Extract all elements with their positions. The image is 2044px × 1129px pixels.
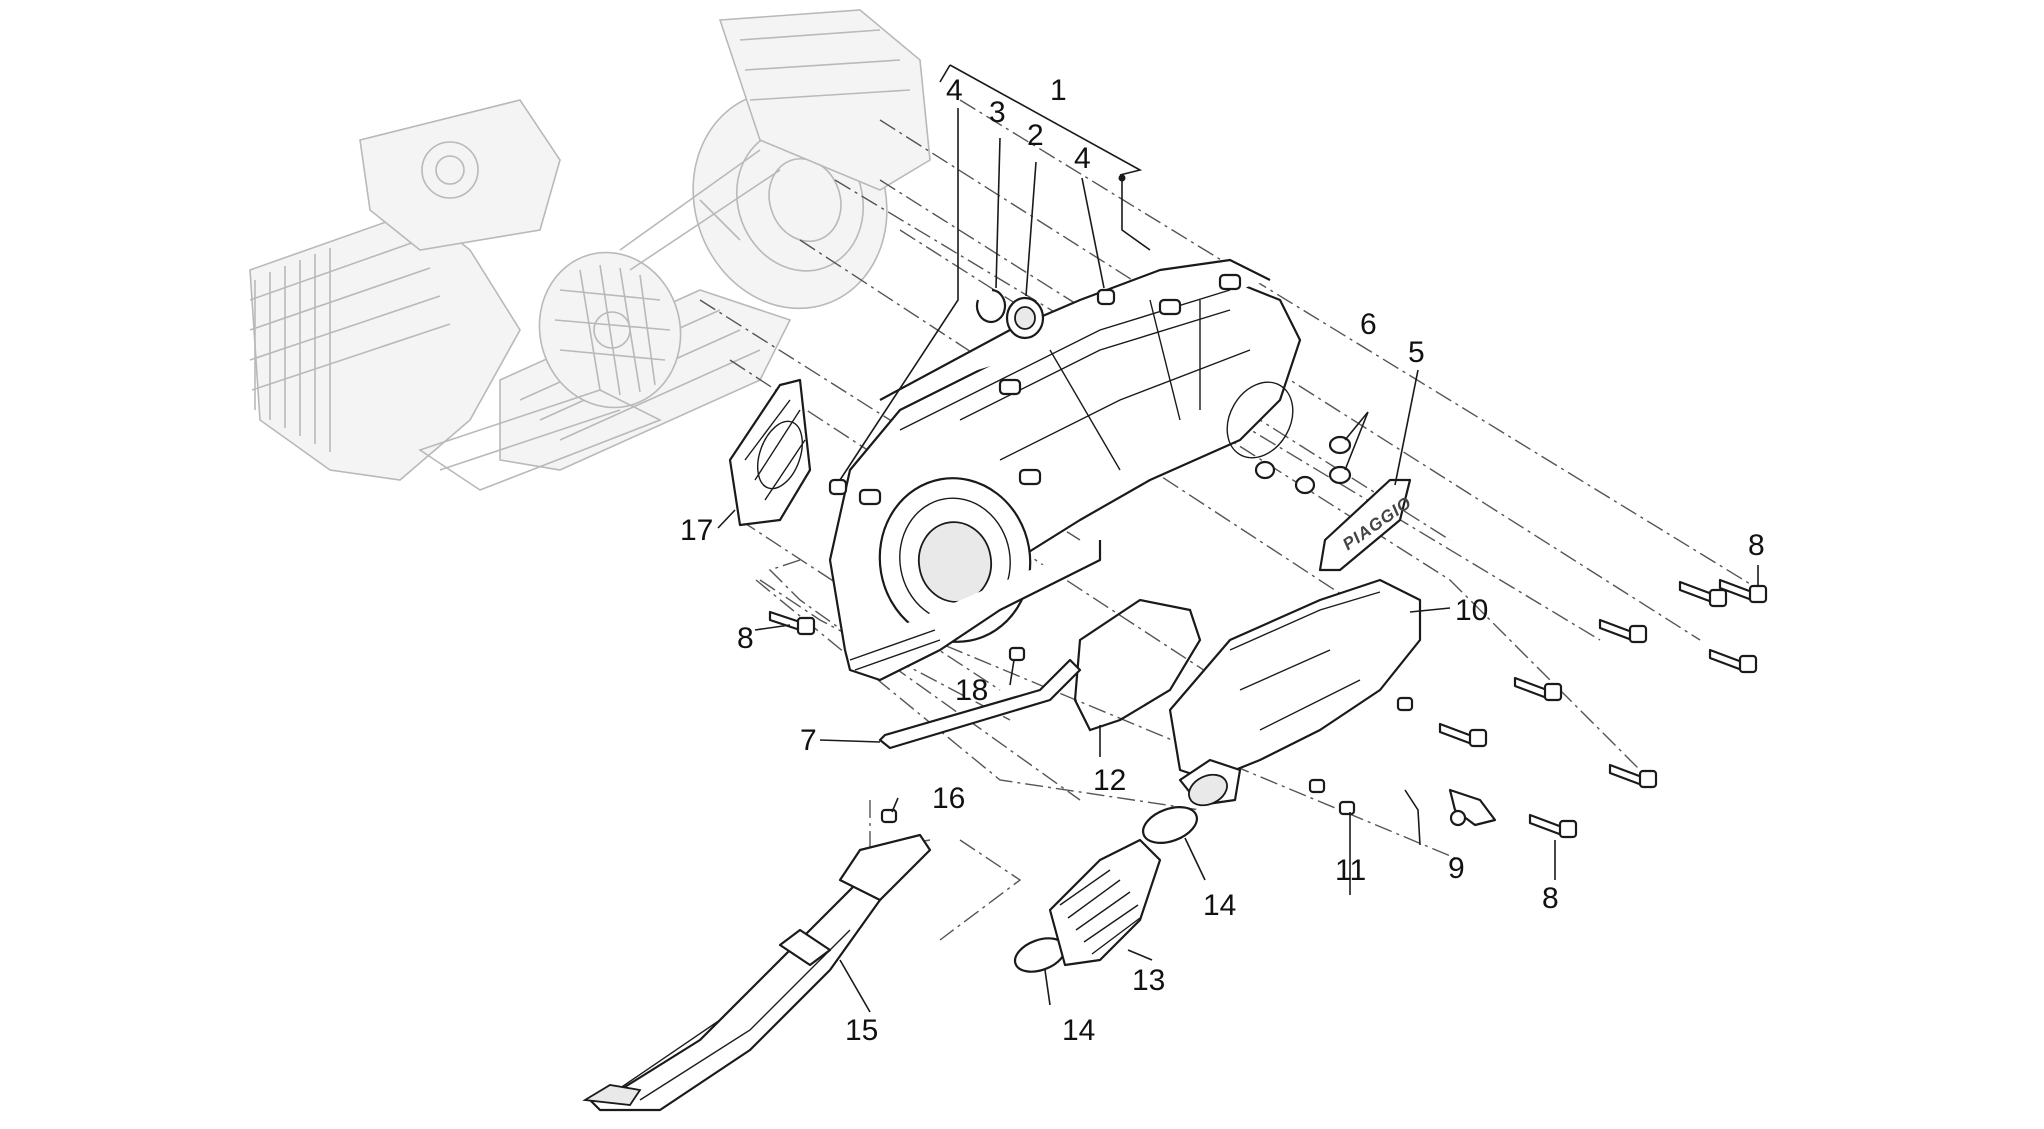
callout-17: 17 [680,514,713,547]
callout-3: 3 [989,96,1006,129]
callout-2: 2 [1027,119,1044,152]
circlip-part-3 [975,288,1007,324]
callout-9: 9 [1448,852,1465,885]
callout-16: 16 [932,782,965,815]
screws-part-11 [1308,696,1414,816]
dowel-pin-part-4-upper [1096,288,1116,306]
hose-clamp-part-14-upper [1142,806,1198,844]
intake-duct-part-15 [582,833,932,1112]
dowel-pin-part-4-lower [828,478,848,496]
callout-4-left: 4 [946,74,963,107]
screw-part-18 [1008,646,1026,662]
bracket-part-9 [1448,788,1497,827]
callout-8-right: 8 [1748,529,1765,562]
callout-6: 6 [1360,308,1377,341]
filter-cover-part-10 [1168,578,1422,807]
callout-8-bottom: 8 [1542,882,1559,915]
callout-8-left: 8 [737,622,754,655]
callout-10: 10 [1455,594,1488,627]
bearing-part-2 [1005,296,1045,340]
callout-15: 15 [845,1014,878,1047]
callout-14-upper: 14 [1203,889,1236,922]
gasket-part-12 [1073,598,1202,732]
callout-18: 18 [955,674,988,707]
callout-7: 7 [800,724,817,757]
transmission-cover [828,258,1302,682]
callout-12: 12 [1093,764,1126,797]
callout-labels: 1 2 3 4 4 5 6 7 8 8 8 9 10 11 12 13 14 1… [680,74,1765,1047]
callout-5: 5 [1408,336,1425,369]
callout-4-right: 4 [1074,142,1091,175]
callout-leaders [717,108,1759,1013]
callout-1: 1 [1050,74,1067,107]
shield-plate-part-17 [728,378,812,527]
bolts-part-8 [768,578,1768,839]
logo-badge-part-5: PIAGGIO [1318,478,1415,572]
assembly-bracket [939,64,1151,251]
engine-background [249,9,931,491]
washers-part-6 [1254,435,1352,495]
callout-13: 13 [1132,964,1165,997]
callout-11: 11 [1335,854,1366,887]
callout-14-lower: 14 [1062,1014,1095,1047]
screw-part-16 [880,808,898,824]
drain-tube-part-7 [878,658,1082,750]
bellows-part-13 [1048,838,1162,967]
